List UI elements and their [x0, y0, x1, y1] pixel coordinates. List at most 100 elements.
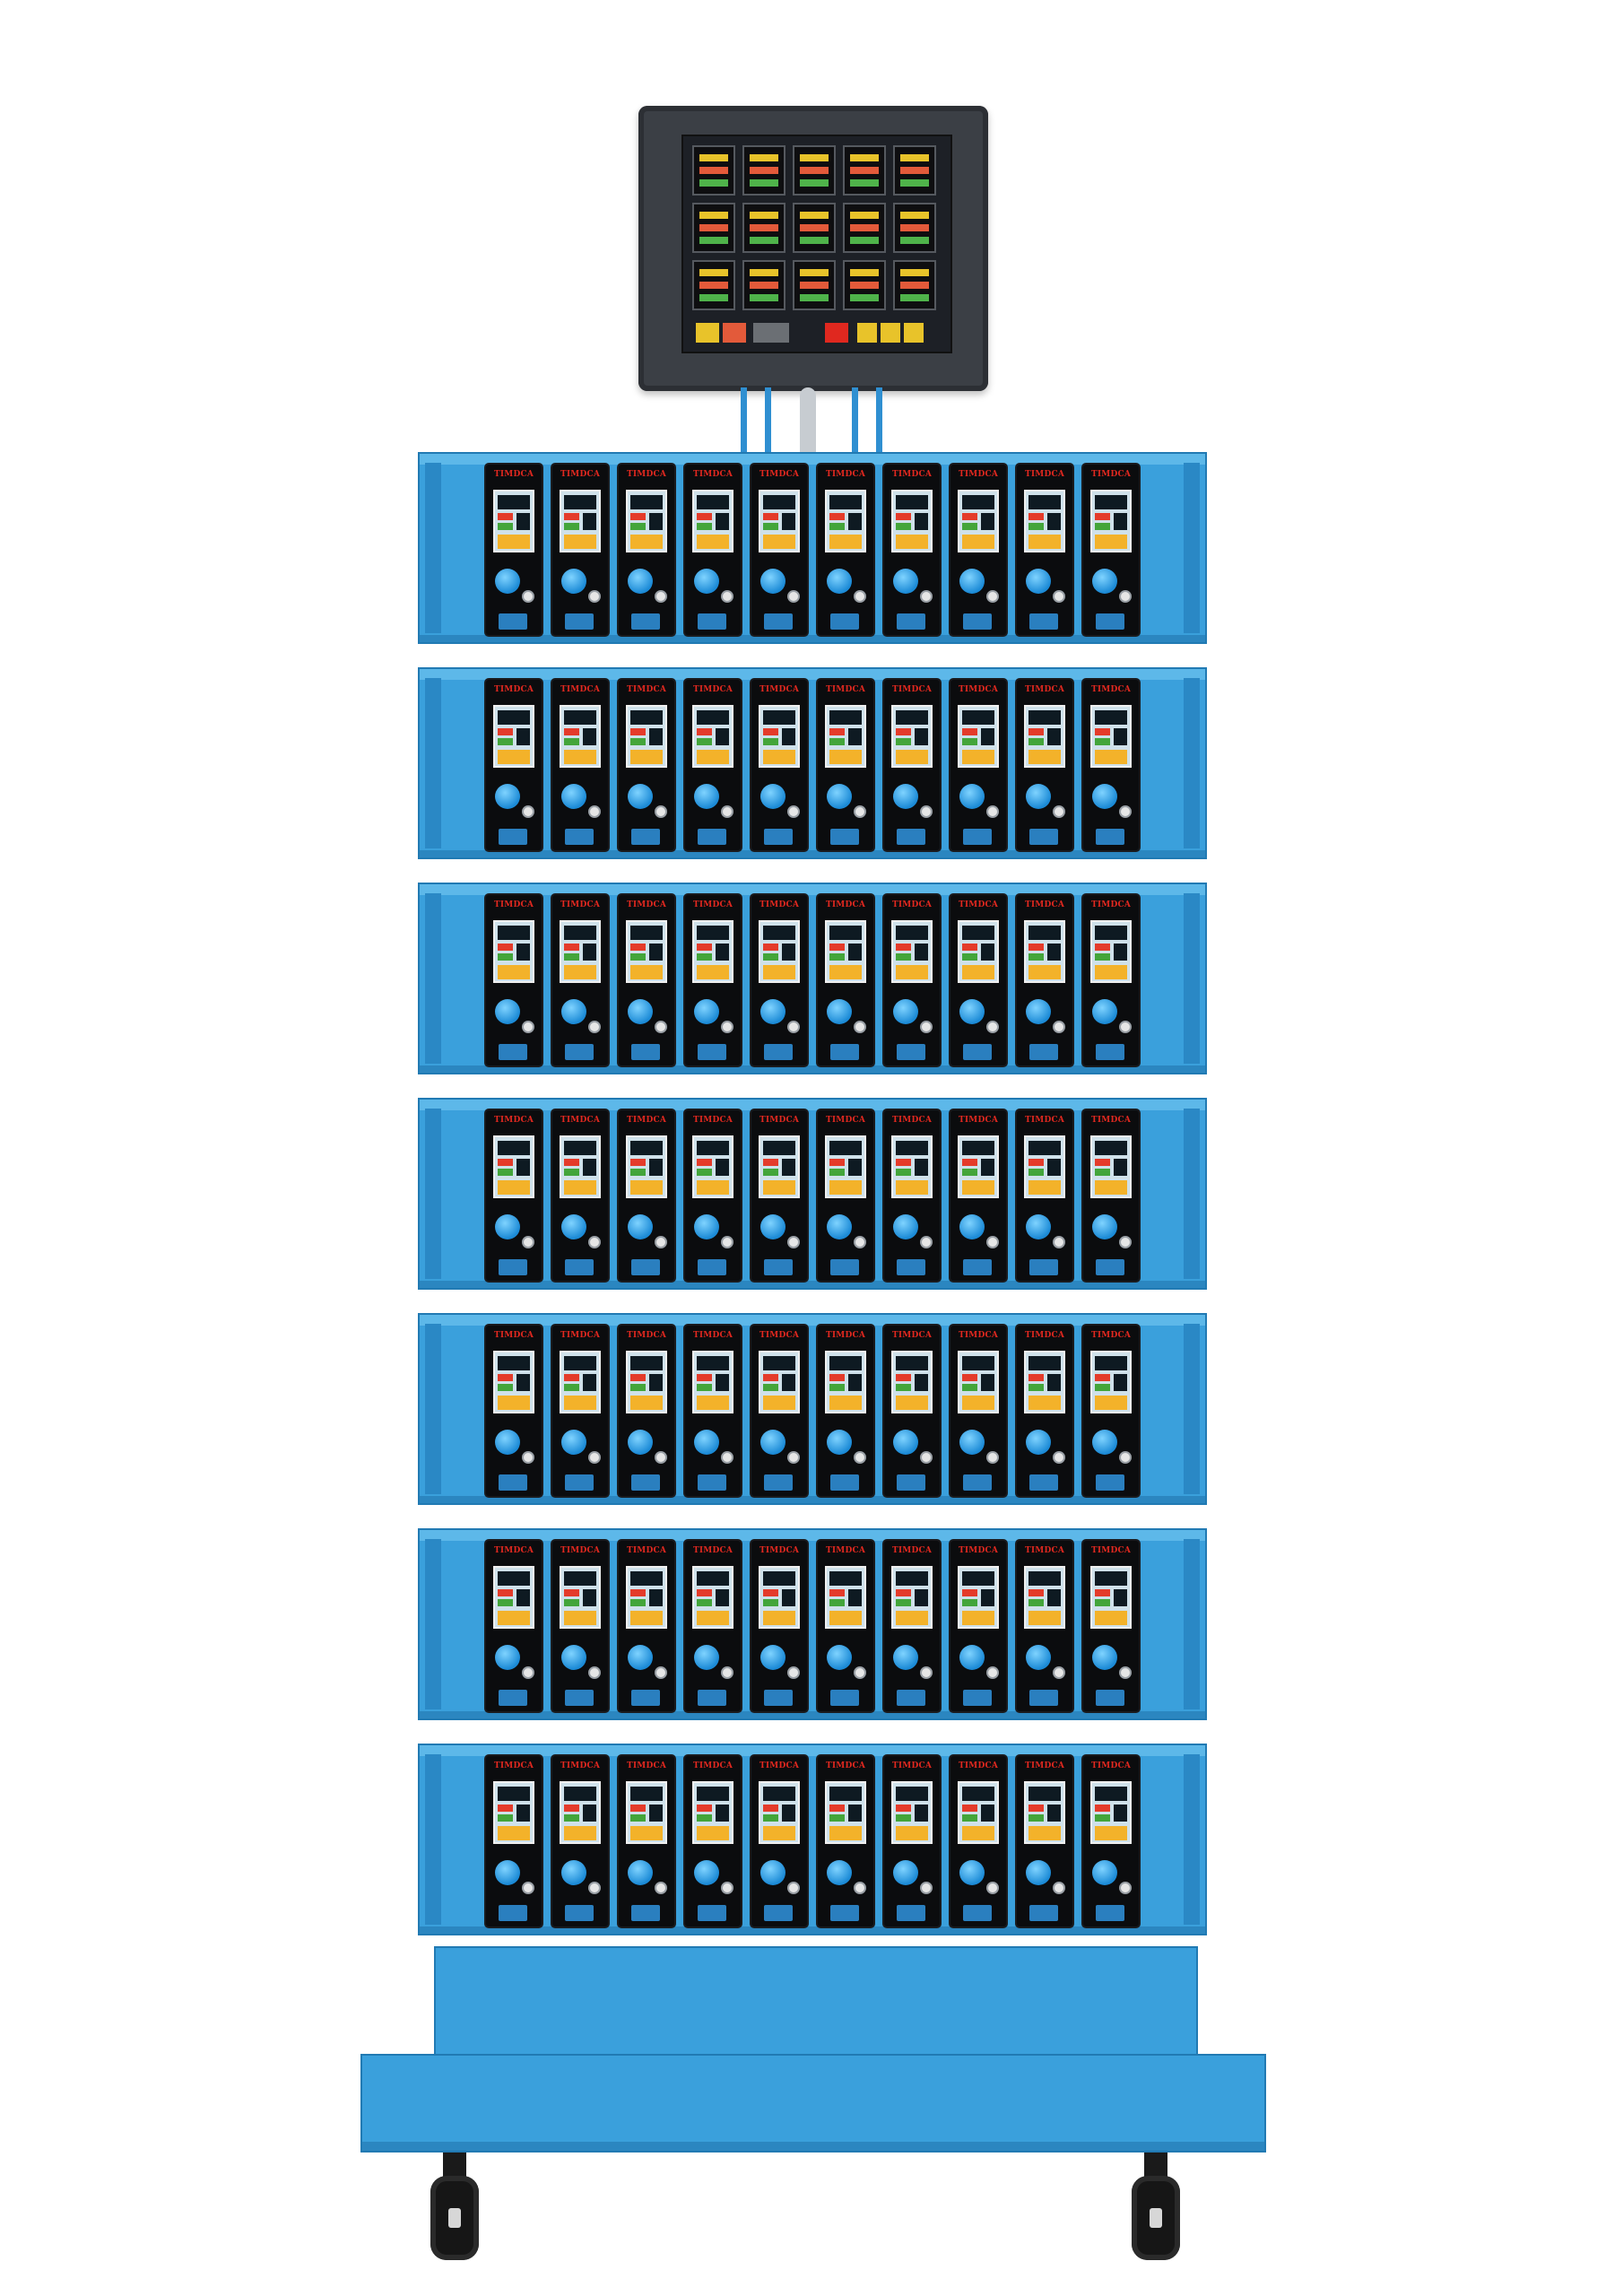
indicator-dial[interactable]: [1119, 1236, 1132, 1248]
indicator-dial[interactable]: [522, 1666, 534, 1679]
control-knob[interactable]: [694, 1430, 719, 1455]
indicator-dial[interactable]: [854, 590, 866, 603]
control-knob[interactable]: [694, 784, 719, 809]
control-knob[interactable]: [628, 1430, 653, 1455]
control-knob[interactable]: [1092, 1860, 1117, 1885]
indicator-dial[interactable]: [522, 1236, 534, 1248]
indicator-dial[interactable]: [1053, 1882, 1065, 1894]
indicator-dial[interactable]: [986, 1666, 999, 1679]
indicator-dial[interactable]: [854, 805, 866, 818]
indicator-dial[interactable]: [588, 1451, 601, 1464]
control-knob[interactable]: [1092, 1430, 1117, 1455]
control-knob[interactable]: [893, 1214, 918, 1239]
indicator-dial[interactable]: [522, 1451, 534, 1464]
control-knob[interactable]: [1026, 1860, 1051, 1885]
control-knob[interactable]: [628, 999, 653, 1024]
indicator-dial[interactable]: [655, 1666, 667, 1679]
control-knob[interactable]: [760, 784, 785, 809]
screen-zone-tile[interactable]: [843, 260, 886, 310]
control-knob[interactable]: [1026, 784, 1051, 809]
indicator-dial[interactable]: [1119, 1021, 1132, 1033]
indicator-dial[interactable]: [1119, 805, 1132, 818]
indicator-dial[interactable]: [588, 805, 601, 818]
indicator-dial[interactable]: [854, 1451, 866, 1464]
control-knob[interactable]: [1026, 1214, 1051, 1239]
control-knob[interactable]: [628, 784, 653, 809]
screen-zone-tile[interactable]: [893, 203, 936, 253]
control-knob[interactable]: [893, 1645, 918, 1670]
control-knob[interactable]: [561, 784, 586, 809]
indicator-dial[interactable]: [787, 1236, 800, 1248]
control-knob[interactable]: [760, 1214, 785, 1239]
control-knob[interactable]: [1092, 569, 1117, 594]
control-knob[interactable]: [760, 1860, 785, 1885]
screen-zone-tile[interactable]: [843, 203, 886, 253]
indicator-dial[interactable]: [588, 590, 601, 603]
indicator-dial[interactable]: [787, 1882, 800, 1894]
indicator-dial[interactable]: [1053, 1236, 1065, 1248]
indicator-dial[interactable]: [1053, 1021, 1065, 1033]
indicator-dial[interactable]: [920, 1882, 933, 1894]
control-knob[interactable]: [495, 784, 520, 809]
indicator-dial[interactable]: [721, 1451, 733, 1464]
control-knob[interactable]: [1026, 569, 1051, 594]
control-knob[interactable]: [760, 1645, 785, 1670]
indicator-dial[interactable]: [588, 1021, 601, 1033]
indicator-dial[interactable]: [854, 1021, 866, 1033]
indicator-dial[interactable]: [1119, 1451, 1132, 1464]
indicator-dial[interactable]: [655, 1882, 667, 1894]
control-knob[interactable]: [561, 1214, 586, 1239]
control-knob[interactable]: [760, 999, 785, 1024]
control-knob[interactable]: [561, 1645, 586, 1670]
control-knob[interactable]: [959, 1860, 985, 1885]
control-knob[interactable]: [959, 569, 985, 594]
control-knob[interactable]: [959, 1430, 985, 1455]
control-knob[interactable]: [694, 1645, 719, 1670]
indicator-dial[interactable]: [1053, 805, 1065, 818]
control-knob[interactable]: [1092, 1214, 1117, 1239]
control-knob[interactable]: [959, 1645, 985, 1670]
indicator-dial[interactable]: [787, 1021, 800, 1033]
indicator-dial[interactable]: [787, 590, 800, 603]
control-knob[interactable]: [495, 999, 520, 1024]
control-knob[interactable]: [893, 569, 918, 594]
control-knob[interactable]: [760, 569, 785, 594]
screen-zone-tile[interactable]: [793, 203, 836, 253]
indicator-dial[interactable]: [522, 805, 534, 818]
indicator-dial[interactable]: [986, 1236, 999, 1248]
screen-zone-tile[interactable]: [793, 260, 836, 310]
control-knob[interactable]: [561, 999, 586, 1024]
screen-zone-tile[interactable]: [742, 145, 785, 196]
control-knob[interactable]: [959, 784, 985, 809]
indicator-dial[interactable]: [1053, 590, 1065, 603]
indicator-dial[interactable]: [655, 1021, 667, 1033]
indicator-dial[interactable]: [1119, 1666, 1132, 1679]
indicator-dial[interactable]: [920, 1666, 933, 1679]
control-knob[interactable]: [628, 569, 653, 594]
indicator-dial[interactable]: [1053, 1451, 1065, 1464]
control-knob[interactable]: [1092, 1645, 1117, 1670]
indicator-dial[interactable]: [655, 1451, 667, 1464]
screen-zone-tile[interactable]: [893, 260, 936, 310]
indicator-dial[interactable]: [588, 1236, 601, 1248]
control-knob[interactable]: [827, 1214, 852, 1239]
control-knob[interactable]: [495, 1430, 520, 1455]
screen-zone-tile[interactable]: [893, 145, 936, 196]
indicator-dial[interactable]: [1053, 1666, 1065, 1679]
screen-zone-tile[interactable]: [742, 203, 785, 253]
control-knob[interactable]: [1092, 999, 1117, 1024]
control-knob[interactable]: [694, 1860, 719, 1885]
screen-zone-tile[interactable]: [692, 203, 735, 253]
control-knob[interactable]: [827, 569, 852, 594]
control-knob[interactable]: [628, 1645, 653, 1670]
control-knob[interactable]: [893, 1430, 918, 1455]
control-knob[interactable]: [827, 1860, 852, 1885]
control-knob[interactable]: [760, 1430, 785, 1455]
indicator-dial[interactable]: [787, 1451, 800, 1464]
indicator-dial[interactable]: [920, 805, 933, 818]
indicator-dial[interactable]: [920, 1021, 933, 1033]
control-knob[interactable]: [893, 784, 918, 809]
control-knob[interactable]: [827, 1430, 852, 1455]
control-knob[interactable]: [1092, 784, 1117, 809]
indicator-dial[interactable]: [920, 590, 933, 603]
